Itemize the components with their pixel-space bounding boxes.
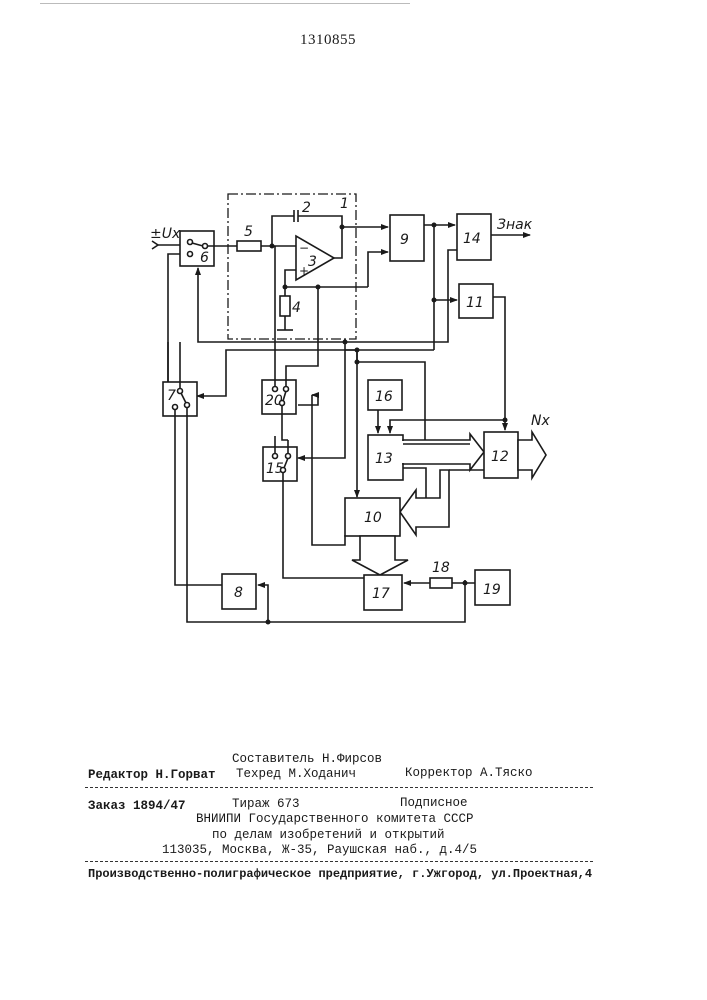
sign-block-14 [456,213,492,261]
resistor-5 [236,240,262,252]
label-17: 17 [372,586,390,602]
compiler-text: Составитель Н.Фирсов [232,752,383,766]
resistor-18 [429,577,453,589]
printer-text: Производственно-полиграфическое предприя… [88,867,593,881]
label-12: 12 [491,449,509,465]
address-text: 113035, Москва, Ж-35, Раушская наб., д.4… [162,843,478,857]
patent-number: 1310855 [300,32,356,48]
label-1: 1 [340,196,349,212]
circuit-diagram: 1 ±Ux 6 5 2 − + 3 4 9 14 Знак [150,193,550,625]
block-8 [221,573,257,610]
generator-block-16 [367,379,403,411]
label-16: 16 [375,389,393,405]
label-4: 4 [292,300,301,316]
label-5: 5 [244,224,253,240]
label-6: 6 [200,250,209,266]
comparator-block-9 [389,214,425,262]
techeditor-text: Техред М.Ходанич [236,767,357,781]
separator-2 [85,861,593,862]
reference-source-block-19 [474,569,511,606]
label-15: 15 [266,461,284,477]
top-border-line [40,3,410,4]
label-20: 20 [265,393,283,409]
label-3: 3 [308,254,317,270]
register-block-12 [483,431,519,479]
block-11 [458,283,494,319]
separator-1 [85,787,593,788]
label-7: 7 [167,388,176,404]
switch-block-15 [262,446,298,482]
bus-output-nx [517,429,547,481]
switch-block-6 [179,230,215,267]
bus-10-to-17 [351,535,409,576]
label-9: 9 [400,232,409,248]
sign-output-label: Знак [497,217,533,233]
code-output-label: Nx [531,413,550,429]
dac-block-17 [363,574,403,611]
subscription-text: Подписное [400,796,468,810]
label-2: 2 [302,200,311,216]
label-10: 10 [364,510,382,526]
label-8: 8 [234,585,243,601]
integrator-enclosure-1 [227,193,357,340]
bus-12-to-10 [399,469,450,538]
label-18: 18 [432,560,450,576]
label-14: 14 [463,231,481,247]
opamp-plus: + [299,264,309,278]
label-13: 13 [375,451,393,467]
bus-13-to-12 [402,431,486,473]
input-label: ±Ux [150,226,181,242]
label-11: 11 [466,295,484,311]
circulation-text: Тираж 673 [232,797,300,811]
switch-block-20 [261,379,297,415]
resistor-4 [279,295,291,317]
order-text: Заказ 1894/47 [88,799,186,813]
opamp-3 [295,234,336,282]
opamp-minus: − [299,241,309,255]
org-line-1: ВНИИПИ Государственного комитета СССР [196,812,474,826]
org-line-2: по делам изобретений и открытий [212,828,445,842]
corrector-text: Корректор А.Тяско [405,766,533,780]
editor-text: Редактор Н.Горват [88,768,216,782]
block-10 [344,497,401,537]
label-19: 19 [483,582,501,598]
input-terminal-icon [151,240,160,250]
counter-block-13 [367,434,404,481]
